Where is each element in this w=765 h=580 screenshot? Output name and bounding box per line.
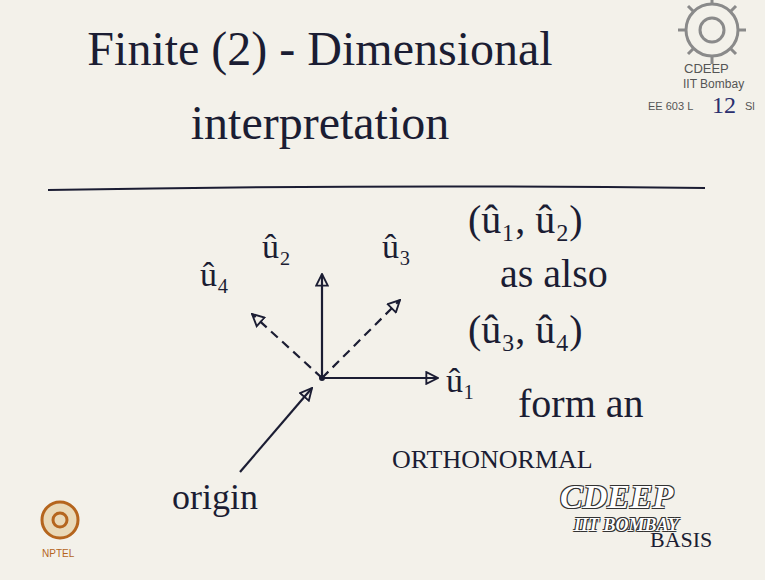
vector-u1 [322, 377, 438, 379]
watermark: CDEEP [560, 478, 673, 515]
course-code: Sl [745, 100, 755, 112]
note-text: (û₃, û₄) [468, 308, 583, 352]
cdeep-logo [678, 0, 746, 64]
origin-pointer [240, 388, 312, 472]
logo-text: NPTEL [42, 548, 74, 559]
lecture-number: 12 [712, 92, 736, 118]
vector-u2 [321, 274, 323, 378]
vector-label: û₂ [262, 228, 291, 265]
origin-label: origin [172, 478, 258, 518]
note-text: (û₁, û₂) [468, 198, 583, 242]
basis-vectors [240, 274, 438, 472]
note-text: form an [518, 382, 644, 426]
origin-dot [319, 375, 325, 381]
course-code: EE 603 L [648, 100, 693, 112]
watermark: IIT BOMBAY [574, 516, 679, 536]
note-text: ORTHONORMAL [392, 446, 593, 475]
slide-title: Finite (2) - Dimensional interpretation [10, 12, 630, 161]
vector-label: û₄ [200, 256, 229, 293]
note-text: as also [500, 252, 608, 296]
vector-u4 [252, 314, 322, 378]
vector-u3 [322, 300, 400, 378]
vector-label: û₃ [382, 228, 411, 265]
vector-label: û₁ [446, 362, 475, 399]
title-rule [48, 186, 705, 190]
logo-text: CDEEP [684, 62, 729, 76]
nptel-logo [42, 502, 78, 538]
logo-text: IIT Bombay [683, 78, 744, 91]
